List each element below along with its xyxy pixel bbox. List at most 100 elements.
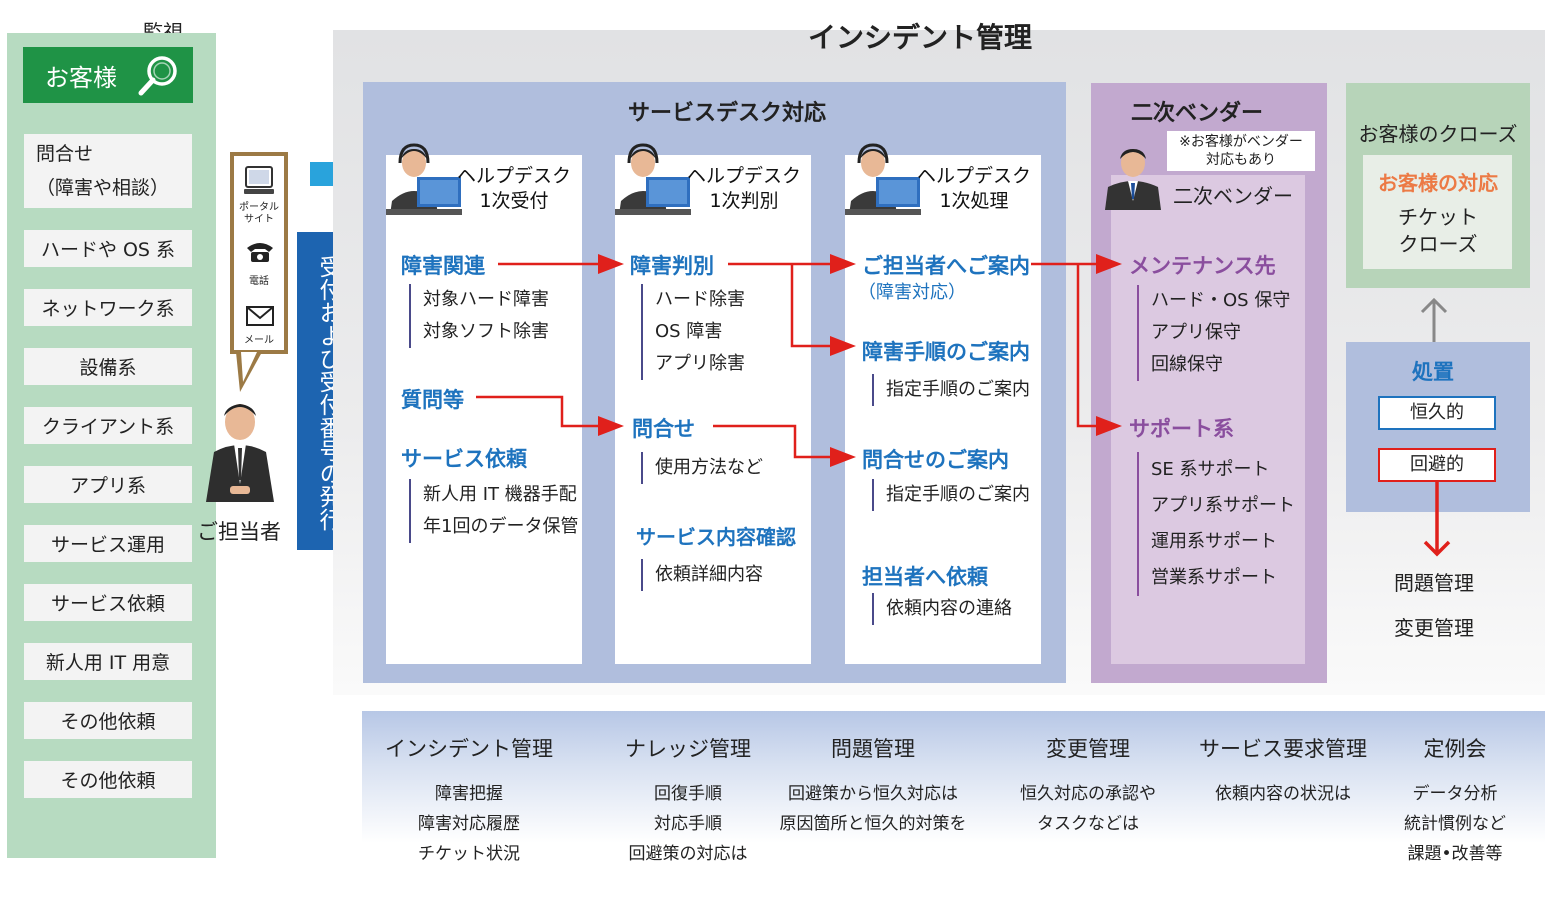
close-subtitle: お客様の対応 <box>1378 171 1498 195</box>
arrow-head <box>598 416 624 436</box>
close-title: お客様のクローズ <box>1358 122 1518 146</box>
operator-icon <box>615 143 691 215</box>
treatment-workaround: 回避的 <box>1378 448 1496 482</box>
col3-section-items: 指定手順のご案内 <box>872 479 1030 511</box>
treatment-title: 処置 <box>1412 360 1454 384</box>
bottom-col-line: 依頼内容の状況は <box>1215 784 1351 804</box>
arrow-head <box>1096 416 1122 436</box>
vendor-person-icon <box>1105 149 1161 210</box>
arrow-head <box>830 254 856 274</box>
list-item: 使用方法など <box>655 457 763 478</box>
list-item: 指定手順のご案内 <box>886 484 1030 505</box>
after-item: 問題管理 <box>1394 571 1474 595</box>
bottom-col-title: ナレッジ管理 <box>625 737 751 761</box>
list-item: 依頼内容の連絡 <box>886 598 1012 619</box>
arrow-head <box>830 447 856 467</box>
col2-section-title: サービス内容確認 <box>636 525 796 549</box>
bottom-col-line: 統計慣例など <box>1404 814 1506 834</box>
person-label: ご担当者 <box>197 520 281 544</box>
vendor-section-title: サポート系 <box>1129 417 1234 441</box>
list-item: ハード除害 <box>655 289 745 310</box>
list-item: ハード・OS 保守 <box>1151 290 1291 311</box>
bottom-col-line: 回避策から恒久対応は <box>788 784 958 804</box>
up-arrow-icon <box>1420 297 1448 342</box>
col2-section-items: 使用方法など <box>641 452 763 484</box>
customer-title-label: お客様 <box>45 63 117 92</box>
channel-phone: 電話 <box>249 276 269 287</box>
col3-section-sub: （障害対応） <box>858 282 966 303</box>
customer-item: 問合せ （障害や相談） <box>24 134 192 208</box>
list-item: SE 系サポート <box>1151 459 1270 480</box>
list-item: 対象ソフト除害 <box>423 321 549 342</box>
bottom-col-line: 障害対応履歴 <box>418 814 520 834</box>
customer-item: サービス依頼 <box>24 584 192 621</box>
customer-item: クライアント系 <box>24 407 192 444</box>
helpdesk-col-1 <box>386 155 582 664</box>
bottom-col-title: 定例会 <box>1423 737 1487 761</box>
bottom-col-title: 問題管理 <box>831 737 915 761</box>
col3-section-title: 担当者へ依頼 <box>862 565 988 589</box>
col2-head: ヘルプデスク 1次判別 <box>684 164 804 214</box>
customer-item: アプリ系 <box>24 466 192 503</box>
col1-section-title: サービス依頼 <box>401 447 527 471</box>
customer-item: その他依頼 <box>24 761 192 798</box>
channel-mail: メール <box>244 335 274 346</box>
col3-section-title: 問合せのご案内 <box>862 448 1009 472</box>
vendor-section-items: ハード・OS 保守 アプリ保守 回線保守 <box>1137 285 1290 381</box>
flow-arrow <box>713 424 838 459</box>
bottom-col-title: 変更管理 <box>1046 737 1130 761</box>
customer-title: お客様 <box>23 47 193 103</box>
col2-section-items: ハード除害 OS 障害 アプリ除害 <box>641 284 745 380</box>
service-desk-title: サービスデスク対応 <box>628 101 827 126</box>
bottom-col-title: サービス要求管理 <box>1199 737 1367 761</box>
col2-head-line2: 1次判別 <box>709 190 779 212</box>
col3-section-title: ご担当者へご案内 <box>862 254 1030 278</box>
col3-head-line2: 1次処理 <box>939 190 1009 212</box>
bubble-tail <box>236 352 262 392</box>
list-item: 年1回のデータ保管 <box>423 516 579 537</box>
vendor-section-items: SE 系サポート アプリ系サポート 運用系サポート 営業系サポート <box>1137 452 1295 596</box>
bottom-col-title: インシデント管理 <box>385 737 553 761</box>
phone-icon <box>247 243 273 262</box>
bottom-col-line: 課題•改善等 <box>1407 844 1503 864</box>
bottom-col-line: データ分析 <box>1412 784 1498 804</box>
list-item: 対象ハード障害 <box>423 289 549 310</box>
bottom-col-line: 恒久対応の承認や <box>1020 784 1156 804</box>
close-text: チケット クローズ <box>1398 205 1478 256</box>
col3-section-items: 指定手順のご案内 <box>872 374 1030 406</box>
col1-head-line1: ヘルプデスク <box>456 165 571 187</box>
computer-icon <box>244 166 274 194</box>
arrow-head <box>1096 254 1122 274</box>
arrow-head <box>830 336 856 356</box>
list-item: 指定手順のご案内 <box>886 379 1030 400</box>
down-arrow-icon <box>1423 482 1451 557</box>
treatment-permanent: 恒久的 <box>1378 396 1496 430</box>
operator-icon <box>845 143 921 215</box>
list-item: アプリ系サポート <box>1151 495 1295 516</box>
arrow-head <box>598 254 624 274</box>
list-item: OS 障害 <box>655 321 723 342</box>
col3-section-items: 依頼内容の連絡 <box>872 593 1012 625</box>
bottom-col-line: 対応手順 <box>654 814 722 834</box>
helpdesk-col-2 <box>615 155 811 664</box>
bottom-col-line: チケット状況 <box>418 844 520 864</box>
customer-item: 新人用 IT 用意 <box>24 643 192 680</box>
col2-section-title: 問合せ <box>632 417 695 441</box>
bottom-col-line: タスクなどは <box>1037 814 1139 834</box>
channel-portal: ポータル サイト <box>239 202 279 225</box>
bottom-col-line: 原因箇所と恒久的対策を <box>779 814 967 834</box>
customer-item: ハードや OS 系 <box>24 230 192 267</box>
flow-arrow <box>1076 264 1100 428</box>
list-item: アプリ保守 <box>1151 322 1241 343</box>
col2-section-title: 障害判別 <box>630 254 714 278</box>
col3-section-title: 障害手順のご案内 <box>862 340 1030 364</box>
col1-section-title: 質問等 <box>401 388 464 412</box>
after-item: 変更管理 <box>1394 616 1474 640</box>
col1-section-title: 障害関連 <box>401 254 485 278</box>
mail-icon <box>246 306 274 326</box>
customer-item: サービス運用 <box>24 525 192 562</box>
customer-item: ネットワーク系 <box>24 289 192 326</box>
list-item: 営業系サポート <box>1151 567 1277 588</box>
col1-section-items: 対象ハード障害 対象ソフト除害 <box>409 284 549 348</box>
